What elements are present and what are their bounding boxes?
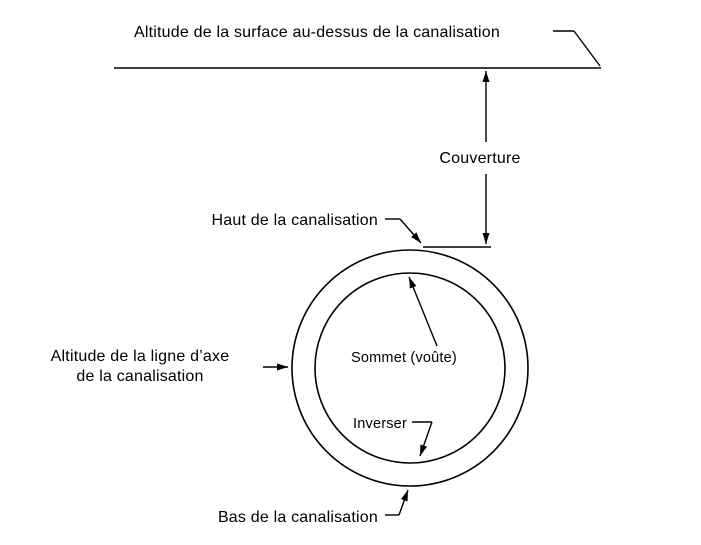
- pipe-inner-wall-circle: [314, 272, 506, 464]
- sommet-label: Sommet (voûte): [351, 350, 457, 366]
- sommet-arrow: [408, 276, 438, 347]
- axe-altitude-label-line1: Altitude de la ligne d’axe: [51, 348, 230, 365]
- inverser-label: Inverser: [353, 416, 407, 432]
- surface-altitude-label: Altitude de la surface au-dessus de la c…: [134, 24, 500, 41]
- surface-leader-line: [573, 30, 601, 67]
- pipe-outer-wall-circle: [291, 249, 529, 487]
- haut-canalisation-label: Haut de la canalisation: [212, 212, 378, 229]
- axe-altitude-label-line2: de la canalisation: [76, 368, 203, 385]
- inverser-arrow: [419, 421, 433, 457]
- bas-canalisation-label: Bas de la canalisation: [218, 509, 378, 526]
- bas-leader-arrow: [398, 489, 409, 516]
- haut-leader-arrow: [399, 218, 422, 244]
- couverture-label: Couverture: [439, 150, 520, 167]
